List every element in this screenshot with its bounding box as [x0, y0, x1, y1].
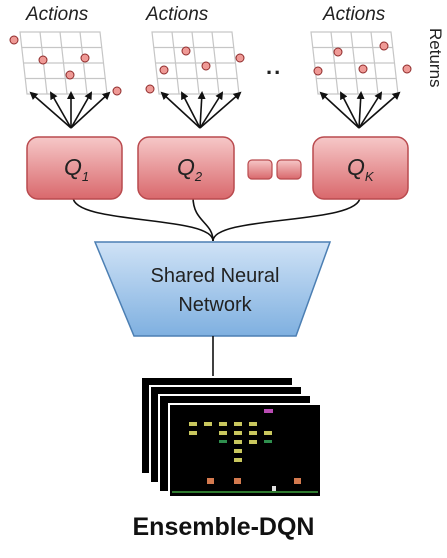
q1-head-label: Q1 [64, 154, 89, 184]
q2-head-label: Q2 [177, 154, 203, 184]
qk-head [312, 136, 409, 200]
q-head-boxes [26, 136, 409, 200]
q-value-point [80, 53, 90, 63]
q1-output-arrows [29, 91, 111, 129]
q-value-point [201, 61, 211, 71]
shared-network-label: Shared Neural Network [100, 262, 330, 320]
q1-value-grid [19, 31, 108, 95]
q-value-point [38, 55, 48, 65]
input-frame-stack [140, 376, 322, 498]
shared-network-block [93, 241, 332, 337]
more-heads-marker [247, 159, 273, 180]
q-value-point [65, 70, 75, 80]
q-value-point [181, 46, 191, 56]
q-value-point [333, 47, 343, 57]
qk-value-grid [310, 31, 399, 95]
q-value-point [159, 65, 169, 75]
q-value-point [235, 53, 245, 63]
q2-value-points [145, 46, 245, 94]
returns-axis-label: Returns [426, 28, 445, 88]
q-value-point [358, 64, 368, 74]
q1-value-points [9, 35, 122, 96]
more-heads-marker [276, 159, 302, 180]
q-value-point [9, 35, 19, 45]
qk-head-label: QK [347, 154, 375, 184]
q-value-point [145, 84, 155, 94]
qk-value-points [313, 41, 412, 76]
shared-network-label-line1: Shared Neural [150, 265, 280, 287]
q2-actions-label: Actions [146, 4, 209, 25]
q2-head [137, 136, 235, 200]
q-value-point [402, 64, 412, 74]
qk-output-arrows [319, 91, 401, 129]
more-grids-ellipsis: .. [266, 54, 283, 79]
q-value-point [112, 86, 122, 96]
q-value-point [313, 66, 323, 76]
q-value-point [379, 41, 389, 51]
q2-value-grid [151, 31, 240, 95]
diagram-caption: Ensemble-DQN [132, 513, 315, 541]
qk-actions-label: Actions [323, 4, 386, 25]
q1-actions-label: Actions [26, 4, 89, 25]
head-connections [72, 196, 361, 242]
q1-head [26, 136, 123, 200]
shared-network-label-line2: Network [178, 294, 252, 316]
q2-output-arrows [160, 91, 242, 129]
